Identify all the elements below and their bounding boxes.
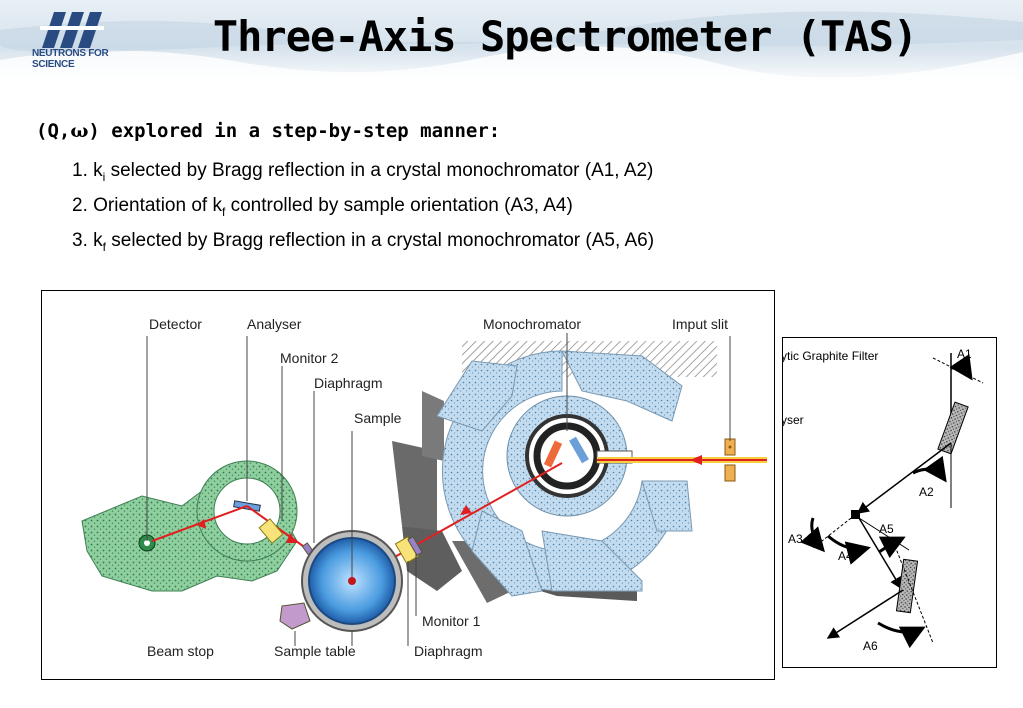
list-item: 2. Orientation of kf controlled by sampl… [72,195,654,230]
beam-stop [279,602,311,630]
step-subscript: f [102,239,106,254]
label-a4: A4 [838,549,853,563]
ill-logo-icon [40,12,104,48]
label-input-slit: Imput slit [672,316,728,332]
step-text: selected by Bragg reflection in a crysta… [105,160,654,181]
monochromator-outer-shield [392,391,637,603]
sample-marker [851,510,860,519]
sample-reference-line [812,514,856,549]
a5-arc [878,536,906,559]
mono-reference-line [932,357,984,384]
label-analyser-cut: yser [783,413,804,427]
label-graphite-filter: ytic Graphite Filter [783,349,878,363]
ill-logo: NEUTRONS FOR SCIENCE [10,8,109,78]
label-detector: Detector [149,316,202,332]
label-a3: A3 [788,532,803,546]
monitor-1 [394,536,423,564]
step-text: 2. Orientation of k [72,195,222,216]
step-subscript: i [102,169,106,184]
a2-arc [912,455,947,483]
analyser-crystal [895,558,919,614]
list-item: 1. ki selected by Bragg reflection in a … [72,160,654,195]
step-list: 1. ki selected by Bragg reflection in a … [72,160,654,265]
label-diaphragm-bottom: Diaphragm [414,643,482,659]
intro-line: (Q,ω) explored in a step-by-step manner: [36,120,500,142]
incoming-beam [597,455,767,465]
label-beam-stop: Beam stop [147,643,214,659]
list-item: 3. kf selected by Bragg reflection in a … [72,230,654,265]
instrument-diagram: Detector Analyser Monitor 2 Diaphragm Sa… [41,290,775,680]
intro-prefix: (Q, [36,120,71,142]
label-leaders [146,333,731,646]
step-text: controlled by sample orientation (A3, A4… [225,195,573,216]
beam-mono-sample [856,442,952,514]
label-analyser: Analyser [247,316,302,332]
omega-symbol: ω [70,120,89,142]
analyser-reference-line [894,545,934,644]
label-monochromator: Monochromator [483,316,581,332]
label-a2: A2 [919,485,934,499]
logo-text: NEUTRONS FOR SCIENCE [32,48,109,70]
label-monitor-2: Monitor 2 [280,350,339,366]
page-title: Three-Axis Spectrometer (TAS) [212,12,918,61]
a3-arc [800,517,825,553]
beam-analyser-detector [826,589,904,639]
a6-arc [877,621,926,649]
monochromator-drum [436,350,693,597]
label-a1: A1 [957,347,972,361]
step-text: selected by Bragg reflection in a crysta… [105,230,655,251]
cloud-background [0,11,1023,86]
header-banner: NEUTRONS FOR SCIENCE Three-Axis Spectrom… [0,0,1023,86]
a1-arc [949,353,973,381]
label-sample: Sample [354,410,402,426]
label-a6: A6 [863,639,878,653]
instrument-diagram-svg: Detector Analyser Monitor 2 Diaphragm Sa… [81,316,767,659]
step-text: 3. k [72,230,103,251]
label-diaphragm-top: Diaphragm [314,375,382,391]
step-text: 1. k [72,160,103,181]
monochromator-crystal [937,401,969,455]
intro-suffix: ) explored in a step-by-step manner: [88,120,501,142]
angle-schematic-svg: ytic Graphite Filter yser A1 A2 A3 A4 A5 [783,347,984,653]
label-a5: A5 [879,522,894,536]
label-monitor-1: Monitor 1 [422,613,481,629]
step-subscript: f [221,204,226,219]
a4-arc [827,534,871,565]
angle-schematic: ytic Graphite Filter yser A1 A2 A3 A4 A5 [782,337,997,668]
label-sample-table: Sample table [274,643,356,659]
